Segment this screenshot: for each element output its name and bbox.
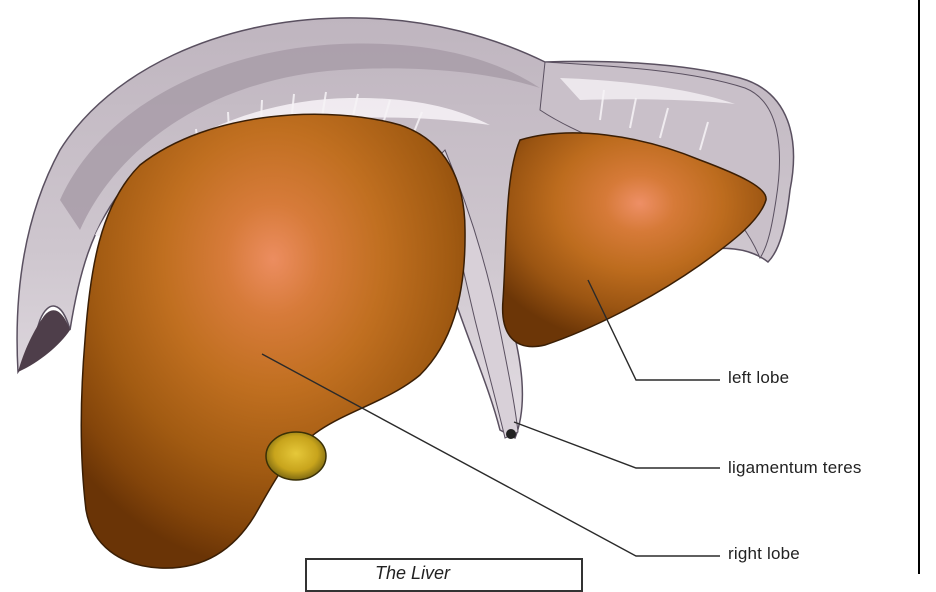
ligamentum-teres-end [506, 429, 516, 439]
right-lobe [81, 114, 465, 568]
caption-box: The Liver [305, 558, 583, 592]
label-ligamentum-teres: ligamentum teres [728, 458, 862, 478]
frame-border [918, 0, 920, 574]
liver-diagram [0, 0, 936, 574]
leader-ligamentum-teres [514, 422, 720, 468]
label-left-lobe: left lobe [728, 368, 789, 388]
gallbladder [266, 432, 326, 480]
label-right-lobe: right lobe [728, 544, 800, 564]
